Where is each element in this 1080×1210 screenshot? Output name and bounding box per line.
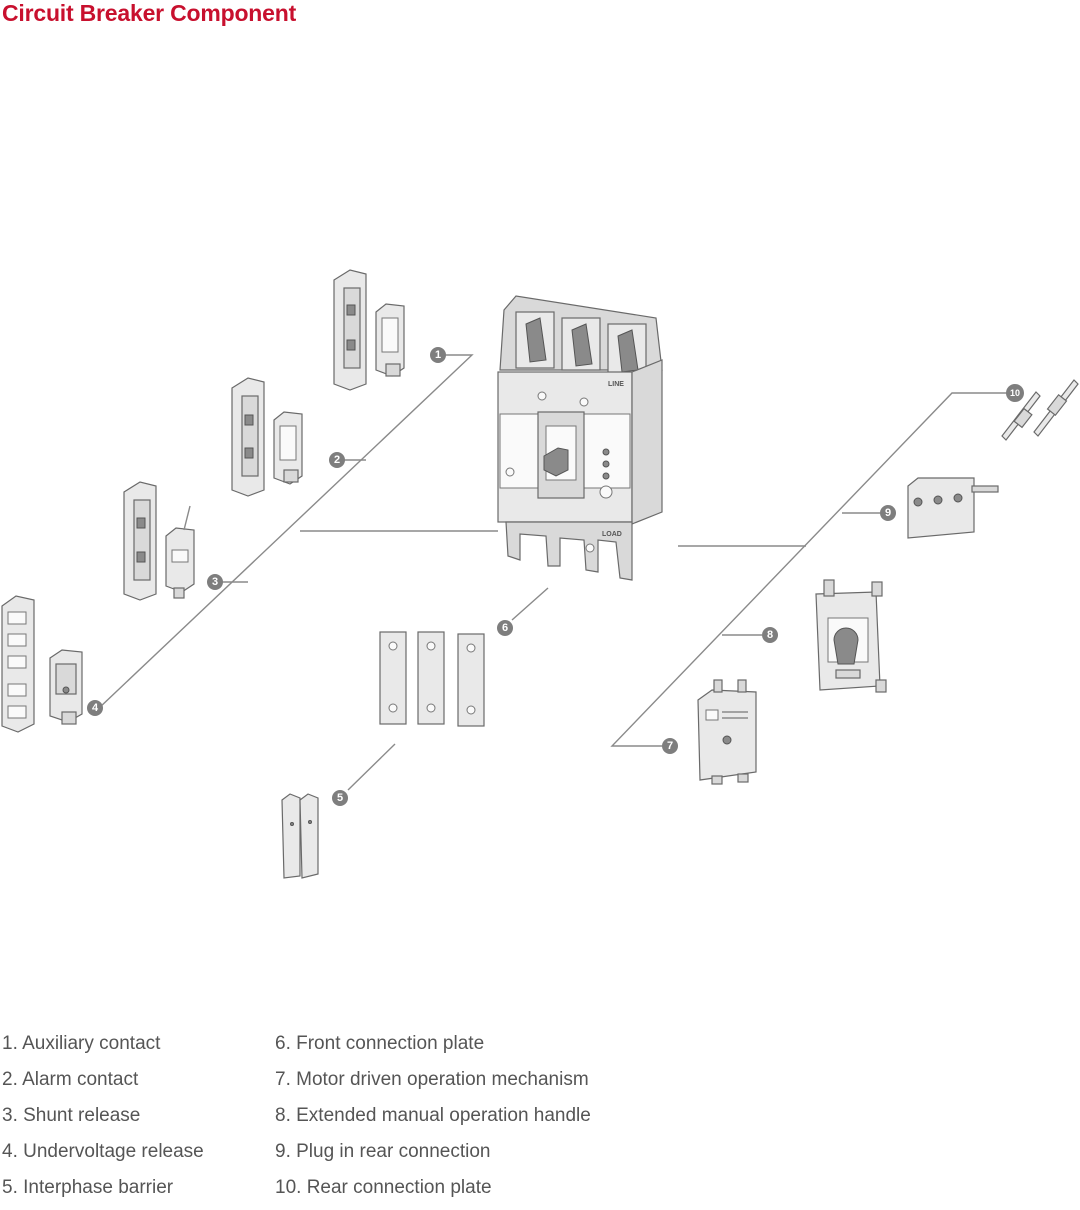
svg-text:4: 4 (92, 702, 99, 714)
alarm-contact-part (231, 377, 303, 497)
shunt-release-part (123, 481, 195, 601)
exploded-diagram: LINE LOAD (1, 269, 1079, 879)
legend-item: 9. Plug in rear connection (275, 1141, 491, 1162)
legend-item: 4. Undervoltage release (2, 1141, 204, 1162)
legend-left: 1. Auxiliary contact 2. Alarm contact 3.… (2, 1030, 204, 1210)
svg-text:3: 3 (212, 576, 218, 588)
legend-right: 6. Front connection plate 7. Motor drive… (275, 1030, 591, 1210)
callout-7: 7 (662, 738, 678, 754)
svg-text:1: 1 (435, 349, 441, 361)
legend-item: 5. Interphase barrier (2, 1177, 174, 1198)
svg-text:10: 10 (1010, 388, 1020, 398)
legend-item: 7. Motor driven operation mechanism (275, 1069, 589, 1090)
callout-3: 3 (207, 574, 223, 590)
legend-item: 2. Alarm contact (2, 1069, 139, 1090)
svg-text:8: 8 (767, 629, 773, 641)
extended-manual-handle-part (815, 579, 887, 693)
legend-item: 6. Front connection plate (275, 1033, 485, 1054)
callout-8: 8 (762, 627, 778, 643)
interphase-barrier-part (281, 793, 319, 879)
callout-2: 2 (329, 452, 345, 468)
svg-text:2: 2 (334, 454, 340, 466)
svg-text:5: 5 (337, 792, 343, 804)
auxiliary-contact-part (333, 269, 405, 391)
load-label: LOAD (602, 531, 622, 538)
callout-5: 5 (332, 790, 348, 806)
rear-connection-bolts (1001, 379, 1079, 441)
callout-9: 9 (880, 505, 896, 521)
legend-item: 1. Auxiliary contact (2, 1033, 161, 1054)
undervoltage-release-part (1, 595, 83, 733)
plug-in-rear-connection (907, 477, 999, 539)
legend-item: 8. Extended manual operation handle (275, 1105, 591, 1126)
line-label: LINE (608, 381, 624, 388)
svg-text:6: 6 (502, 622, 508, 634)
page-title: Circuit Breaker Component (2, 0, 297, 26)
callout-1: 1 (430, 347, 446, 363)
legend-item: 10. Rear connection plate (275, 1177, 492, 1198)
front-connection-plates (379, 631, 485, 727)
motor-mechanism-part (697, 679, 757, 785)
callout-10: 10 (1006, 384, 1024, 402)
svg-text:9: 9 (885, 507, 891, 519)
circuit-breaker-main: LINE LOAD (497, 295, 663, 581)
legend-item: 3. Shunt release (2, 1105, 141, 1126)
svg-text:7: 7 (667, 740, 673, 752)
callout-4: 4 (87, 700, 103, 716)
callout-6: 6 (497, 620, 513, 636)
